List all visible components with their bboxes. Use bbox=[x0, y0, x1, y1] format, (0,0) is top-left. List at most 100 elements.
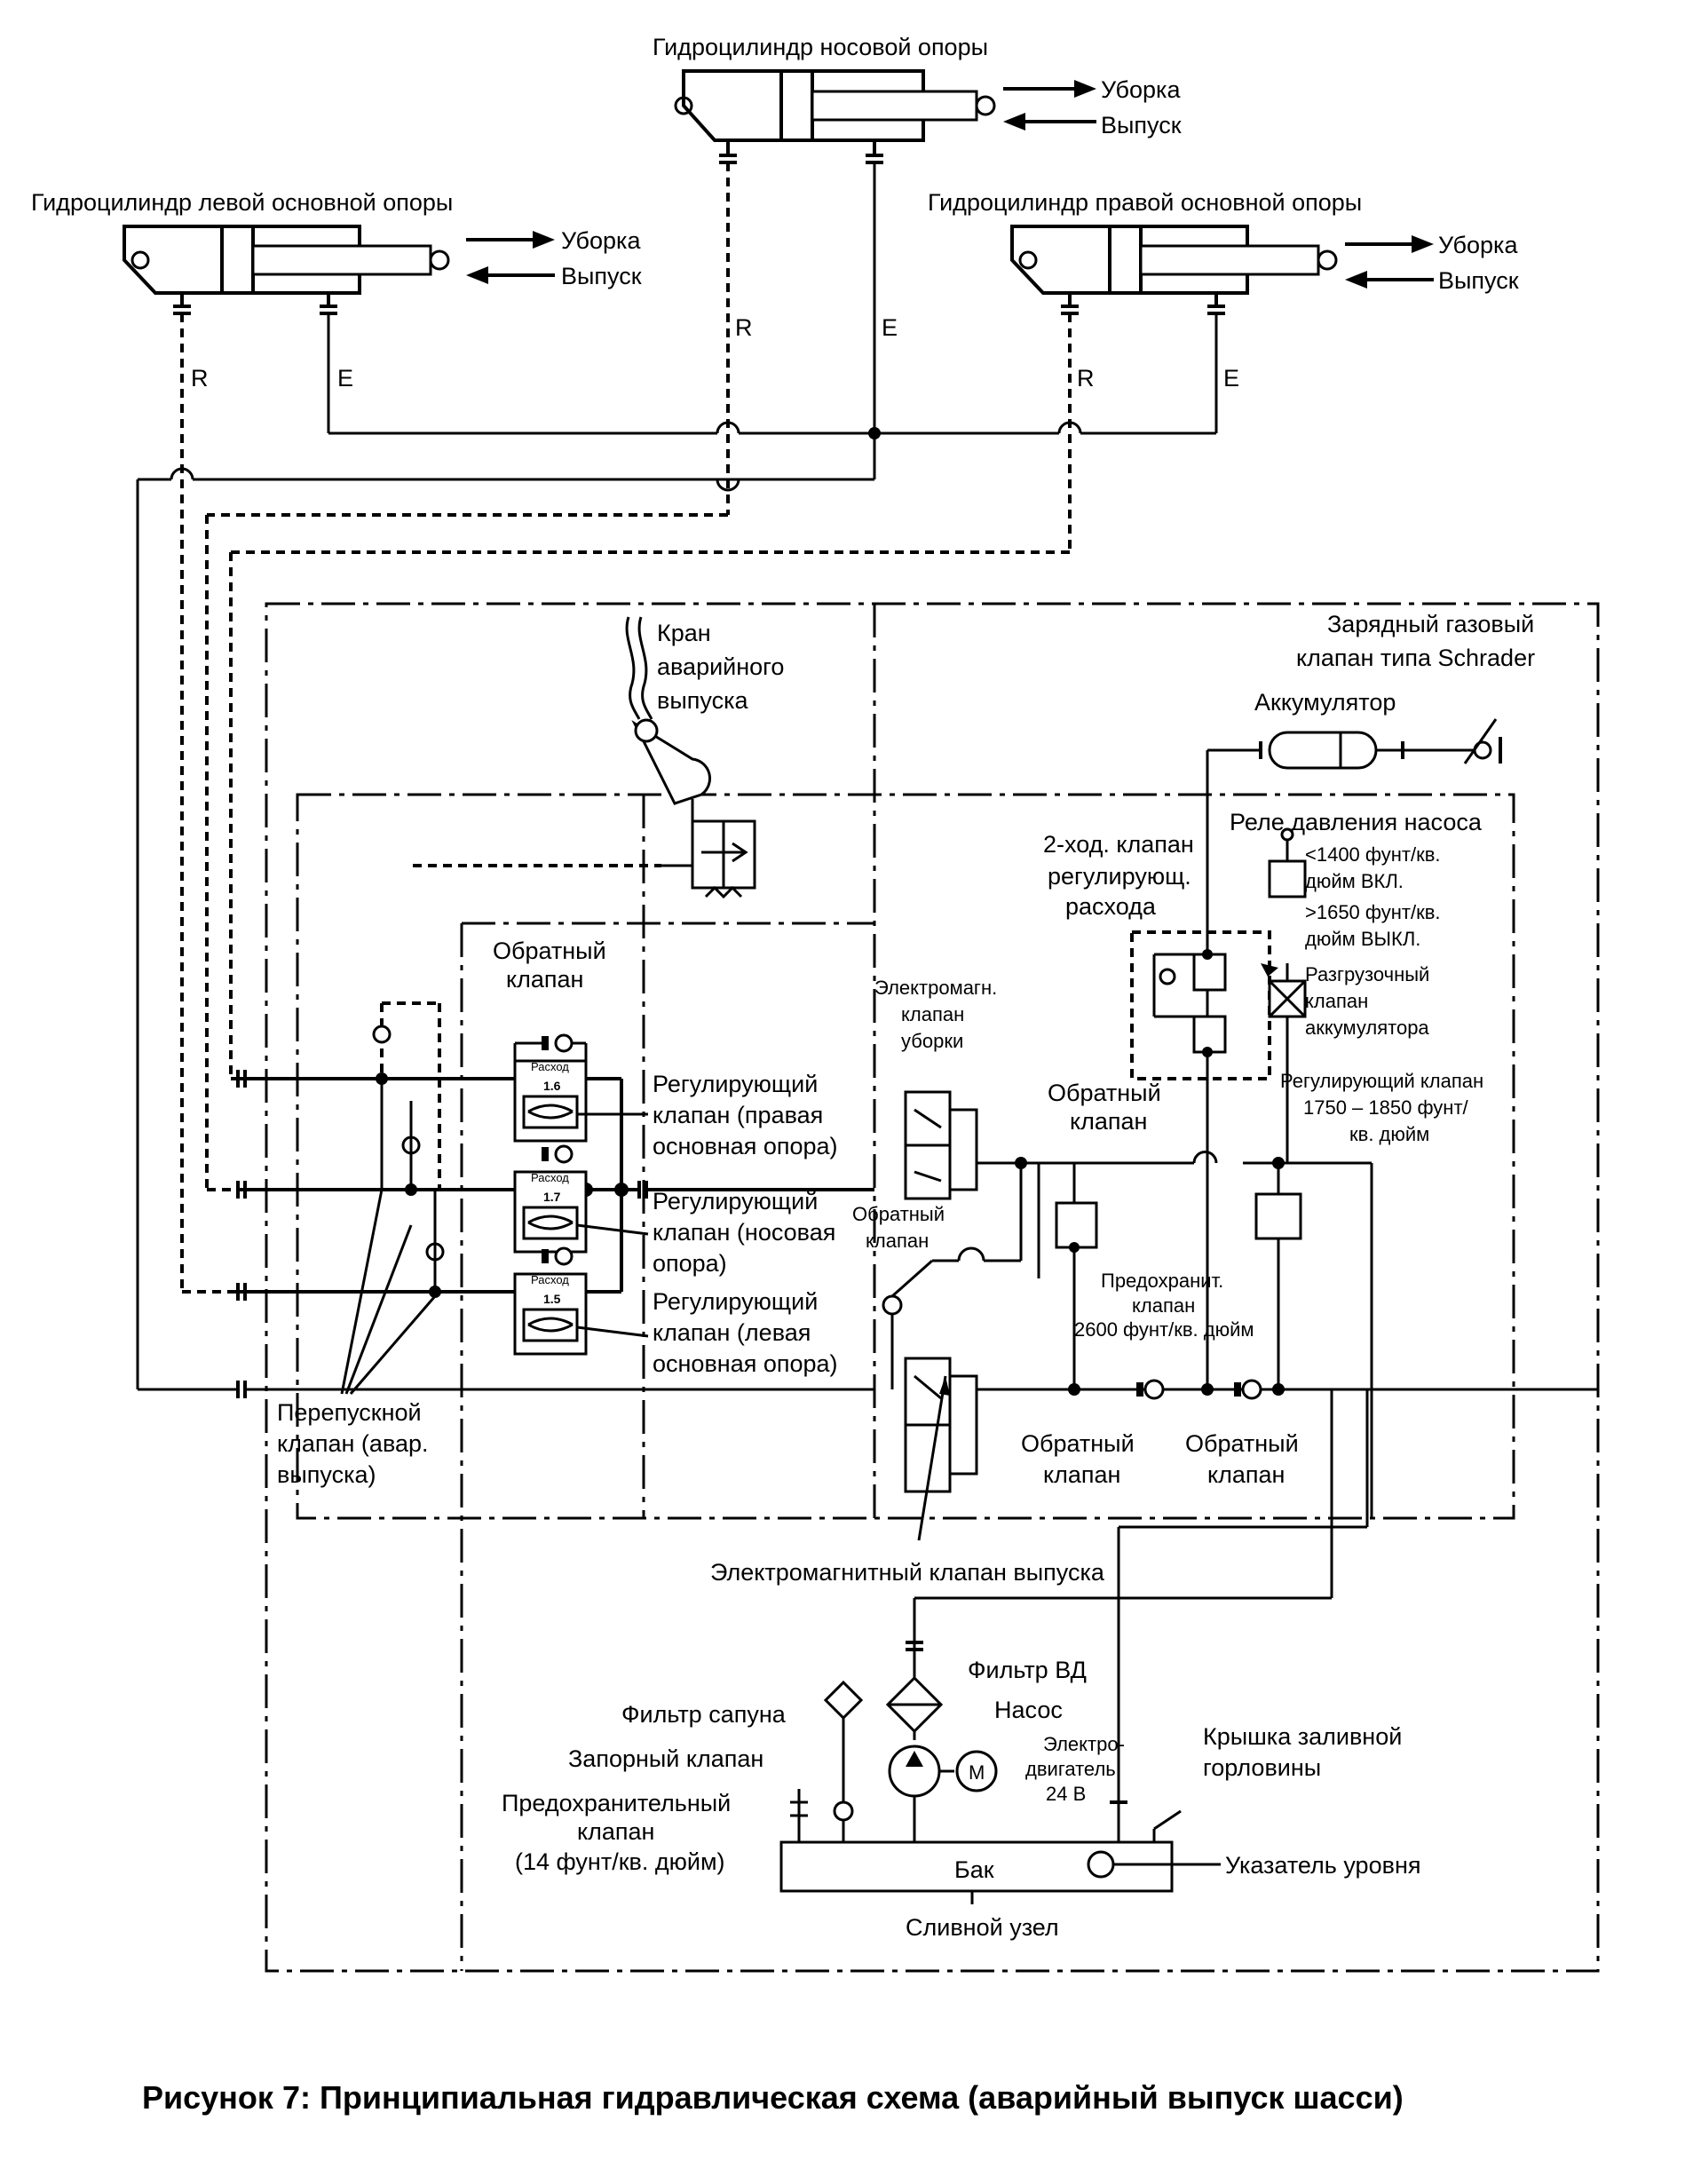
flow-rate-label-2: Расход bbox=[531, 1171, 569, 1184]
safety-valve-line-2: клапан bbox=[577, 1818, 654, 1845]
check-valve-mid-line-2: клапан bbox=[1070, 1108, 1147, 1135]
drain-label: Сливной узел bbox=[906, 1914, 1059, 1941]
pressure-switch-line-2: <1400 фунт/кв. bbox=[1305, 843, 1441, 866]
port-r-left: R bbox=[191, 365, 209, 392]
check-bottom-2-line-1: Обратный bbox=[1185, 1430, 1299, 1457]
left-cylinder-label: Гидроцилиндр левой основной опоры bbox=[31, 189, 453, 216]
check-valve-small-line-1: Обратный bbox=[852, 1203, 945, 1225]
check-valve-small-label: Обратный клапан bbox=[852, 1203, 945, 1252]
motor-line-2: двигатель bbox=[1025, 1758, 1116, 1780]
motor-line-3: 24 В bbox=[1046, 1783, 1086, 1805]
motor-label: Электро- двигатель 24 В bbox=[1025, 1733, 1125, 1805]
left-cylinder bbox=[123, 225, 450, 306]
emergency-release-valve bbox=[413, 616, 756, 899]
extend-label-left: Выпуск bbox=[561, 263, 642, 289]
extend-label-nose: Выпуск bbox=[1101, 112, 1182, 138]
flow-valve-line-3: расхода bbox=[1065, 893, 1157, 920]
pressure-switch-line-3: дюйм ВКЛ. bbox=[1305, 870, 1404, 892]
reg-nose-line-1: Регулирующий bbox=[653, 1188, 818, 1215]
regulating-valve-line-1: Регулирующий клапан bbox=[1280, 1070, 1483, 1092]
emergency-valve-line-2: аварийного bbox=[657, 653, 784, 680]
port-e-nose: E bbox=[882, 314, 898, 341]
retract-solenoid bbox=[904, 1090, 1127, 1278]
reg-nose-line-3: опора) bbox=[653, 1250, 727, 1277]
bypass-valve-label: Перепускной клапан (авар. выпуска) bbox=[277, 1399, 429, 1488]
accumulator-label: Аккумулятор bbox=[1254, 689, 1396, 716]
flow-control-block bbox=[236, 1001, 874, 1398]
check-valve-mid-label: Обратный клапан bbox=[1048, 1080, 1161, 1135]
reg-left-label: Регулирующий клапан (левая основная опор… bbox=[653, 1288, 838, 1377]
reg-right-line-3: основная опора) bbox=[653, 1133, 838, 1159]
reg-nose-label: Регулирующий клапан (носовая опора) bbox=[653, 1188, 835, 1277]
boundary-lines bbox=[265, 602, 1600, 1973]
pump-label: Насос bbox=[994, 1697, 1063, 1723]
emergency-valve-line-1: Кран bbox=[657, 620, 711, 646]
check-bottom-2-label: Обратный клапан bbox=[1185, 1430, 1299, 1488]
unload-valve-line-3: аккумулятора bbox=[1305, 1017, 1429, 1039]
pressure-switch bbox=[1261, 827, 1307, 1163]
nose-cylinder bbox=[674, 69, 996, 155]
regulating-valve-line-3: кв. дюйм bbox=[1349, 1123, 1429, 1145]
flow-control-2way bbox=[1130, 930, 1271, 1080]
reg-right-label: Регулирующий клапан (правая основная опо… bbox=[653, 1071, 838, 1159]
motor-line-1: Электро- bbox=[1043, 1733, 1125, 1755]
relief-valve-line-2: клапан bbox=[1132, 1294, 1195, 1317]
figure-caption: Рисунок 7: Принципиальная гидравлическая… bbox=[142, 2079, 1404, 2116]
check-valve-top-line-1: Обратный bbox=[493, 938, 606, 964]
reg-left-line-2: клапан (левая bbox=[653, 1319, 811, 1346]
bypass-valve-line-3: выпуска) bbox=[277, 1461, 376, 1488]
regulating-valve-label: Регулирующий клапан 1750 – 1850 фунт/ кв… bbox=[1280, 1070, 1483, 1145]
reg-right-line-1: Регулирующий bbox=[653, 1071, 818, 1097]
relief-valve-label: Предохранит. клапан 2600 фунт/кв. дюйм bbox=[1074, 1270, 1254, 1341]
pressure-switch-line-4: >1650 фунт/кв. bbox=[1305, 901, 1441, 923]
shutoff-valve-label: Запорный клапан bbox=[568, 1745, 763, 1772]
filler-cap-line-2: горловины bbox=[1203, 1754, 1321, 1781]
regulating-valve bbox=[1127, 1151, 1373, 1518]
flow-valve-line-1: 2-ход. клапан bbox=[1043, 831, 1194, 858]
check-bottom-1-line-2: клапан bbox=[1043, 1461, 1120, 1488]
flow-rate-value-1: 1.6 bbox=[543, 1079, 561, 1093]
extend-label-right: Выпуск bbox=[1438, 267, 1519, 294]
pressure-switch-line-1: Реле давления насоса bbox=[1230, 809, 1483, 835]
flow-rate-value-2: 1.7 bbox=[543, 1190, 561, 1204]
solenoid-retract-label: Электромагн. клапан уборки bbox=[874, 977, 997, 1052]
port-fittings bbox=[173, 154, 1225, 315]
motor-symbol: M bbox=[969, 1761, 985, 1784]
bottom-check-valves bbox=[1136, 1379, 1285, 1400]
port-e-left: E bbox=[337, 365, 353, 392]
right-cylinder bbox=[1010, 225, 1338, 306]
port-e-right: E bbox=[1223, 365, 1239, 392]
safety-valve-label: Предохранительный клапан (14 фунт/кв. дю… bbox=[502, 1790, 731, 1875]
solenoid-extend-label: Электромагнитный клапан выпуска bbox=[710, 1559, 1105, 1586]
reg-left-line-3: основная опора) bbox=[653, 1350, 838, 1377]
safety-valve-line-3: (14 фунт/кв. дюйм) bbox=[515, 1848, 725, 1875]
retract-label-left: Уборка bbox=[561, 227, 641, 254]
emergency-valve-label: Кран аварийного выпуска bbox=[657, 620, 784, 714]
gas-valve-label: Зарядный газовый клапан типа Schrader bbox=[1296, 611, 1535, 671]
retract-lines bbox=[180, 162, 1072, 1294]
flow-rate-label-1: Расход bbox=[531, 1060, 569, 1073]
regulating-valve-line-2: 1750 – 1850 фунт/ bbox=[1303, 1096, 1469, 1119]
port-r-nose: R bbox=[735, 314, 753, 341]
accumulator-section bbox=[1206, 718, 1502, 1389]
relief-valve-line-3: 2600 фунт/кв. дюйм bbox=[1074, 1318, 1254, 1341]
flow-rate-value-3: 1.5 bbox=[543, 1292, 561, 1306]
flow-rate-label-3: Расход bbox=[531, 1273, 569, 1286]
reg-nose-line-2: клапан (носовая bbox=[653, 1219, 835, 1246]
unload-valve-line-2: клапан bbox=[1305, 990, 1368, 1012]
relief-valve-line-1: Предохранит. bbox=[1101, 1270, 1223, 1292]
solenoid-retract-line-1: Электромагн. bbox=[874, 977, 997, 999]
filler-cap-label: Крышка заливной горловины bbox=[1203, 1723, 1402, 1781]
port-r-right: R bbox=[1077, 365, 1095, 392]
bypass-valve-line-2: клапан (авар. bbox=[277, 1430, 429, 1457]
level-indicator-label: Указатель уровня bbox=[1225, 1852, 1420, 1879]
safety-valve-line-1: Предохранительный bbox=[502, 1790, 731, 1816]
check-valve-top-line-2: клапан bbox=[506, 966, 583, 993]
check-bottom-2-line-2: клапан bbox=[1207, 1461, 1285, 1488]
unload-valve-label: Разгрузочный клапан аккумулятора bbox=[1305, 963, 1429, 1039]
emergency-valve-line-3: выпуска bbox=[657, 687, 748, 714]
reg-left-line-1: Регулирующий bbox=[653, 1288, 818, 1315]
bypass-valve-line-1: Перепускной bbox=[277, 1399, 422, 1426]
direction-arrows bbox=[466, 80, 1434, 289]
